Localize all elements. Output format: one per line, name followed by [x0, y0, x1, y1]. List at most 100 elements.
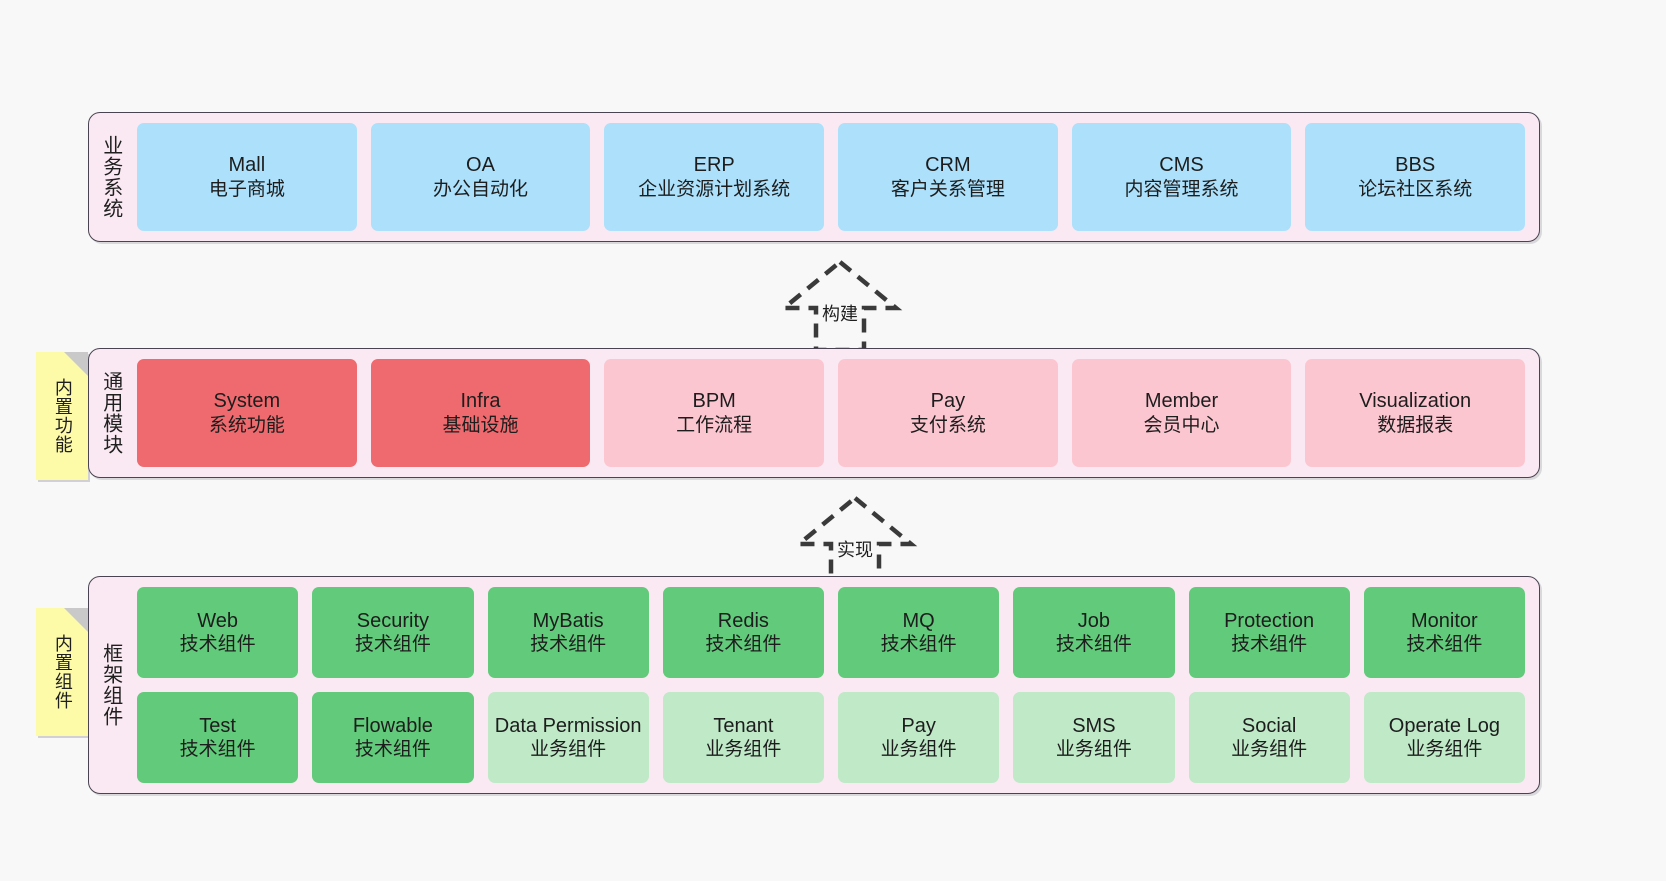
- card-title: System: [213, 390, 281, 413]
- card-title: CMS: [1159, 154, 1204, 177]
- card-subtitle: 业务组件: [1055, 739, 1132, 761]
- card-pay[interactable]: Pay 支付系统: [838, 359, 1058, 467]
- card-subtitle: 内容管理系统: [1124, 178, 1239, 200]
- card-row: Test 技术组件 Flowable 技术组件 Data Permission …: [137, 692, 1525, 783]
- card-subtitle: 数据报表: [1377, 414, 1454, 436]
- card-mall[interactable]: Mall 电子商城: [137, 123, 357, 231]
- card-subtitle: 电子商城: [208, 178, 285, 200]
- card-subtitle: 技术组件: [354, 634, 431, 656]
- layer-body-common-module: System 系统功能 Infra 基础设施 BPM 工作流程 Pay 支付系统…: [131, 349, 1539, 477]
- sticky-note-label: 内置组件: [52, 634, 73, 710]
- card-social[interactable]: Social 业务组件: [1188, 692, 1350, 783]
- card-member[interactable]: Member 会员中心: [1071, 359, 1292, 467]
- card-test[interactable]: Test 技术组件: [137, 692, 299, 783]
- card-title: Job: [1077, 609, 1110, 632]
- note-fold-corner-icon: [64, 608, 88, 632]
- card-subtitle: 基础设施: [442, 414, 519, 436]
- layer-business-system[interactable]: 业务系统 Mall 电子商城 OA 办公自动化 ERP 企业资源计划系统 CRM…: [88, 112, 1540, 242]
- card-security[interactable]: Security 技术组件: [312, 587, 474, 678]
- card-subtitle: 技术组件: [1055, 634, 1132, 656]
- card-subtitle: 技术组件: [880, 634, 957, 656]
- card-flowable[interactable]: Flowable 技术组件: [312, 692, 474, 783]
- layer-body-business-system: Mall 电子商城 OA 办公自动化 ERP 企业资源计划系统 CRM 客户关系…: [131, 113, 1539, 241]
- card-title: ERP: [693, 154, 735, 177]
- card-title: Protection: [1224, 609, 1315, 632]
- card-title: Member: [1144, 390, 1219, 413]
- card-title: Data Permission: [494, 714, 642, 737]
- card-bpm[interactable]: BPM 工作流程: [604, 359, 825, 467]
- card-title: Redis: [717, 609, 769, 632]
- card-pay-business[interactable]: Pay 业务组件: [838, 692, 1000, 783]
- layer-framework-component[interactable]: 框架组件 Web 技术组件 Security 技术组件 MyBatis 技术组件…: [88, 576, 1540, 794]
- card-subtitle: 技术组件: [705, 634, 782, 656]
- card-subtitle: 业务组件: [705, 739, 782, 761]
- card-title: Mall: [228, 154, 266, 177]
- card-subtitle: 业务组件: [1231, 739, 1308, 761]
- card-subtitle: 技术组件: [530, 634, 607, 656]
- connector-implement-label: 实现: [837, 540, 873, 560]
- card-erp[interactable]: ERP 企业资源计划系统: [604, 123, 825, 231]
- card-title: BPM: [692, 390, 736, 413]
- card-subtitle: 技术组件: [1231, 634, 1308, 656]
- card-mq[interactable]: MQ 技术组件: [838, 587, 1000, 678]
- card-subtitle: 业务组件: [530, 739, 607, 761]
- card-row: Web 技术组件 Security 技术组件 MyBatis 技术组件 Redi…: [137, 587, 1525, 678]
- card-title: CRM: [925, 154, 971, 177]
- connector-build-arrow-icon: 构建: [760, 258, 920, 354]
- card-sms[interactable]: SMS 业务组件: [1013, 692, 1175, 783]
- card-title: Pay: [901, 714, 936, 737]
- card-operate-log[interactable]: Operate Log 业务组件: [1363, 692, 1525, 783]
- card-protection[interactable]: Protection 技术组件: [1188, 587, 1350, 678]
- card-subtitle: 论坛社区系统: [1358, 178, 1473, 200]
- card-subtitle: 系统功能: [208, 414, 285, 436]
- layer-title-common-module: 通用模块: [99, 371, 122, 455]
- layer-common-module[interactable]: 通用模块 System 系统功能 Infra 基础设施 BPM 工作流程 Pay…: [88, 348, 1540, 478]
- card-subtitle: 技术组件: [354, 739, 431, 761]
- card-cms[interactable]: CMS 内容管理系统: [1071, 123, 1292, 231]
- card-title: Social: [1241, 714, 1297, 737]
- card-title: Security: [356, 609, 429, 632]
- card-mybatis[interactable]: MyBatis 技术组件: [487, 587, 649, 678]
- card-title: MQ: [902, 609, 935, 632]
- card-system[interactable]: System 系统功能: [137, 359, 357, 467]
- card-subtitle: 技术组件: [179, 739, 256, 761]
- card-title: BBS: [1395, 154, 1436, 177]
- note-fold-corner-icon: [64, 352, 88, 376]
- card-row: System 系统功能 Infra 基础设施 BPM 工作流程 Pay 支付系统…: [137, 359, 1526, 467]
- card-monitor[interactable]: Monitor 技术组件: [1363, 587, 1525, 678]
- card-title: Visualization: [1359, 390, 1472, 413]
- layer-title-framework-component: 框架组件: [99, 643, 122, 727]
- sticky-note-label: 内置功能: [52, 378, 73, 454]
- card-subtitle: 办公自动化: [433, 178, 529, 200]
- card-subtitle: 企业资源计划系统: [638, 178, 791, 200]
- sticky-note-builtin-function: 内置功能: [36, 352, 88, 480]
- card-bbs[interactable]: BBS 论坛社区系统: [1305, 123, 1526, 231]
- card-infra[interactable]: Infra 基础设施: [370, 359, 591, 467]
- card-title: Tenant: [713, 714, 774, 737]
- card-subtitle: 会员中心: [1143, 414, 1220, 436]
- card-title: Pay: [930, 390, 966, 413]
- sticky-note-builtin-component: 内置组件: [36, 608, 88, 736]
- card-title: OA: [466, 154, 495, 177]
- card-crm[interactable]: CRM 客户关系管理: [838, 123, 1058, 231]
- layer-title-business-system: 业务系统: [99, 135, 122, 219]
- card-subtitle: 客户关系管理: [890, 178, 1005, 200]
- card-subtitle: 技术组件: [179, 634, 256, 656]
- card-tenant[interactable]: Tenant 业务组件: [662, 692, 824, 783]
- card-title: Web: [197, 609, 238, 632]
- card-title: Flowable: [352, 714, 433, 737]
- card-data-permission[interactable]: Data Permission 业务组件: [487, 692, 649, 783]
- card-web[interactable]: Web 技术组件: [137, 587, 299, 678]
- card-title: Infra: [460, 390, 501, 413]
- card-oa[interactable]: OA 办公自动化: [370, 123, 591, 231]
- connector-build-label: 构建: [822, 304, 858, 324]
- card-subtitle: 支付系统: [909, 414, 986, 436]
- card-title: MyBatis: [532, 609, 604, 632]
- card-subtitle: 业务组件: [1406, 739, 1483, 761]
- card-redis[interactable]: Redis 技术组件: [662, 587, 824, 678]
- card-subtitle: 工作流程: [676, 414, 753, 436]
- card-visualization[interactable]: Visualization 数据报表: [1305, 359, 1526, 467]
- card-title: Test: [199, 714, 236, 737]
- card-job[interactable]: Job 技术组件: [1013, 587, 1175, 678]
